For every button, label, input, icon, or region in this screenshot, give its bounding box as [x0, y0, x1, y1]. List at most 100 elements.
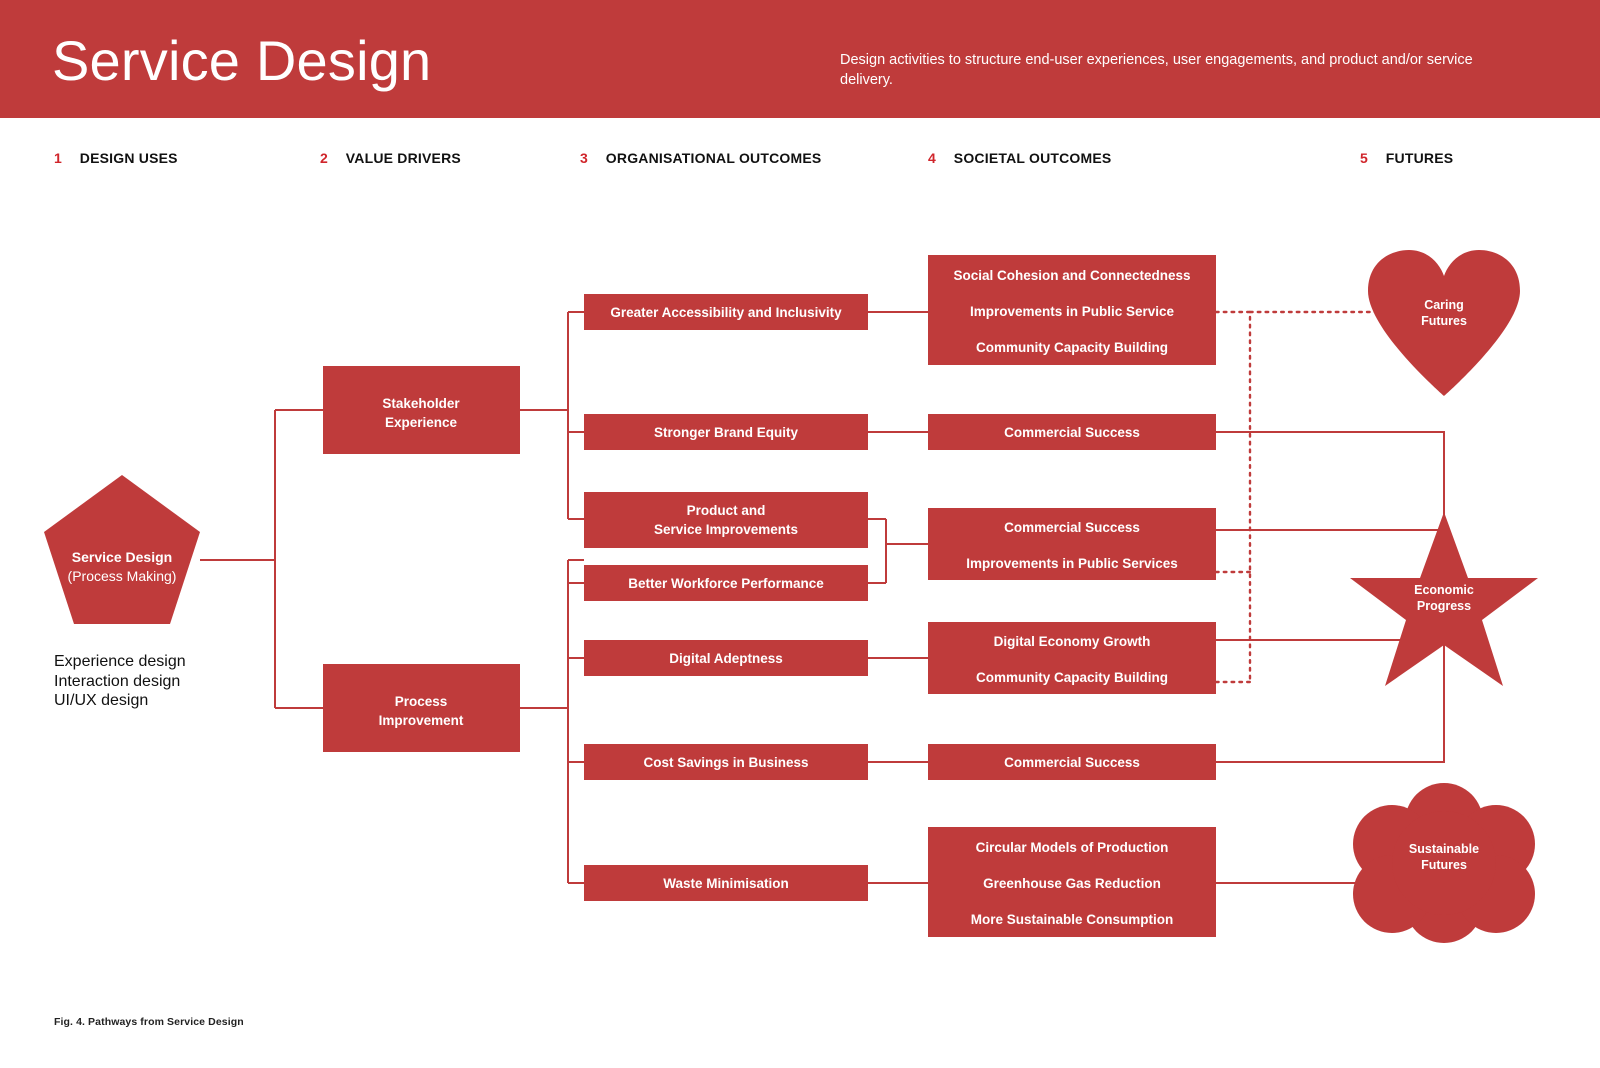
value-driver-label-line2: Improvement [379, 713, 464, 728]
figure-caption: Fig. 4. Pathways from Service Design [54, 1016, 244, 1028]
value-driver-label-line2: Experience [385, 415, 458, 430]
column-header-design-uses: 1 DESIGN USES [54, 150, 178, 170]
connectors-design-to-drivers [200, 409, 323, 709]
org-outcome-label: Stronger Brand Equity [654, 425, 799, 440]
future-label-line2: Futures [1421, 314, 1467, 328]
org-outcome-label-line2: Service Improvements [654, 522, 798, 537]
column-label: VALUE DRIVERS [345, 150, 461, 166]
column-header-societal-outcomes: 4 SOCIETAL OUTCOMES [928, 150, 1111, 170]
node-economic-progress[interactable]: Economic Progress [1350, 512, 1538, 686]
org-outcome-label: Better Workforce Performance [628, 576, 824, 591]
page-description: Design activities to structure end-user … [840, 52, 1473, 88]
societal-outcome-box [928, 827, 1216, 937]
node-societal-commercial-success-1[interactable]: Commercial Success [928, 414, 1216, 450]
node-process-improvement[interactable]: Process Improvement [323, 664, 520, 752]
node-product-and-service-improvements[interactable]: Product and Service Improvements [584, 492, 868, 548]
node-societal-sustainability-group[interactable]: Circular Models of Production Greenhouse… [928, 827, 1216, 937]
page-title: Service Design [52, 29, 432, 92]
connectors-process-to-org [520, 559, 584, 884]
org-outcome-label: Digital Adeptness [669, 651, 783, 666]
node-stronger-brand-equity[interactable]: Stronger Brand Equity [584, 414, 868, 450]
societal-outcome-item: Improvements in Public Services [966, 556, 1178, 571]
design-uses-caption-line: UI/UX design [54, 692, 149, 709]
node-waste-minimisation[interactable]: Waste Minimisation [584, 865, 868, 901]
org-outcome-label: Waste Minimisation [663, 876, 789, 891]
node-societal-commercial-success-2[interactable]: Commercial Success [928, 744, 1216, 780]
societal-outcome-box [928, 508, 1216, 580]
societal-outcome-item: Commercial Success [1004, 755, 1140, 770]
connector-dotted-spine-caring [1214, 310, 1252, 684]
org-outcome-box [584, 294, 868, 330]
future-label-line2: Futures [1421, 858, 1467, 872]
value-driver-box [323, 366, 520, 454]
org-outcome-box [584, 640, 868, 676]
node-caring-futures[interactable]: Caring Futures [1368, 250, 1520, 396]
column-label: DESIGN USES [79, 150, 178, 166]
societal-outcome-item: Improvements in Public Service [970, 304, 1175, 319]
connector-commercial-success-3-to-economic [1216, 640, 1445, 763]
column-label: FUTURES [1385, 150, 1454, 166]
star-icon [1350, 512, 1538, 686]
column-number: 3 [580, 150, 588, 166]
value-driver-label-line1: Stakeholder [382, 396, 460, 411]
societal-outcome-box [928, 414, 1216, 450]
node-greater-accessibility-and-inclusivity[interactable]: Greater Accessibility and Inclusivity [584, 294, 868, 330]
column-header-futures: 5 FUTURES [1360, 150, 1453, 170]
column-number: 1 [54, 150, 62, 166]
societal-outcome-box [928, 744, 1216, 780]
societal-outcome-item: Digital Economy Growth [994, 634, 1151, 649]
column-number: 4 [928, 150, 936, 166]
org-outcome-box [584, 565, 868, 601]
value-driver-label-line1: Process [395, 694, 448, 709]
societal-outcome-item: Social Cohesion and Connectedness [953, 268, 1190, 283]
societal-outcome-item: Community Capacity Building [976, 340, 1168, 355]
column-label: SOCIETAL OUTCOMES [953, 150, 1112, 166]
page-header: Service Design Design activities to stru… [0, 0, 1600, 118]
societal-outcome-box [928, 622, 1216, 694]
column-number: 5 [1360, 150, 1368, 166]
connectors-org-to-societal [868, 311, 928, 884]
societal-outcome-item: Community Capacity Building [976, 670, 1168, 685]
pentagon-subtitle: (Process Making) [68, 568, 177, 584]
node-societal-digital-economy-growth[interactable]: Digital Economy Growth Community Capacit… [928, 622, 1216, 694]
org-outcome-label-line1: Product and [687, 503, 766, 518]
societal-outcome-item: Greenhouse Gas Reduction [983, 876, 1161, 891]
org-outcome-label: Cost Savings in Business [643, 755, 808, 770]
societal-outcome-box [928, 255, 1216, 365]
design-uses-caption: Experience design Interaction design UI/… [54, 652, 186, 711]
node-digital-adeptness[interactable]: Digital Adeptness [584, 640, 868, 676]
societal-outcome-item: Commercial Success [1004, 425, 1140, 440]
societal-outcome-item: Commercial Success [1004, 520, 1140, 535]
node-cost-savings-in-business[interactable]: Cost Savings in Business [584, 744, 868, 780]
societal-outcome-item: Circular Models of Production [976, 840, 1169, 855]
future-label-line2: Progress [1417, 599, 1471, 613]
societal-outcome-item: More Sustainable Consumption [971, 912, 1174, 927]
flower-icon [1353, 783, 1535, 943]
connectors-stakeholder-to-org [520, 311, 584, 520]
future-label-line1: Caring [1424, 298, 1464, 312]
org-outcome-box [584, 865, 868, 901]
pentagon-title: Service Design [72, 549, 172, 565]
connectors-societal-to-caring-futures [1214, 310, 1402, 684]
node-societal-commercial-success-public-services[interactable]: Commercial Success Improvements in Publi… [928, 508, 1216, 580]
design-uses-caption-line: Experience design [54, 653, 186, 670]
org-outcome-label: Greater Accessibility and Inclusivity [610, 305, 842, 320]
org-outcome-box [584, 492, 868, 548]
heart-icon [1368, 250, 1520, 396]
node-stakeholder-experience[interactable]: Stakeholder Experience [323, 366, 520, 454]
node-societal-social-cohesion-group[interactable]: Social Cohesion and Connectedness Improv… [928, 255, 1216, 365]
org-outcome-box [584, 744, 868, 780]
node-service-design-pentagon[interactable]: Service Design (Process Making) [44, 475, 200, 624]
org-outcome-box [584, 414, 868, 450]
design-uses-caption-line: Interaction design [54, 672, 181, 690]
future-label-line1: Economic [1414, 583, 1474, 597]
future-label-line1: Sustainable [1409, 842, 1479, 856]
column-label: ORGANISATIONAL OUTCOMES [605, 150, 822, 166]
node-better-workforce-performance[interactable]: Better Workforce Performance [584, 565, 868, 601]
pentagon-shape [44, 475, 200, 624]
node-sustainable-futures[interactable]: Sustainable Futures [1353, 783, 1535, 943]
value-driver-box [323, 664, 520, 752]
